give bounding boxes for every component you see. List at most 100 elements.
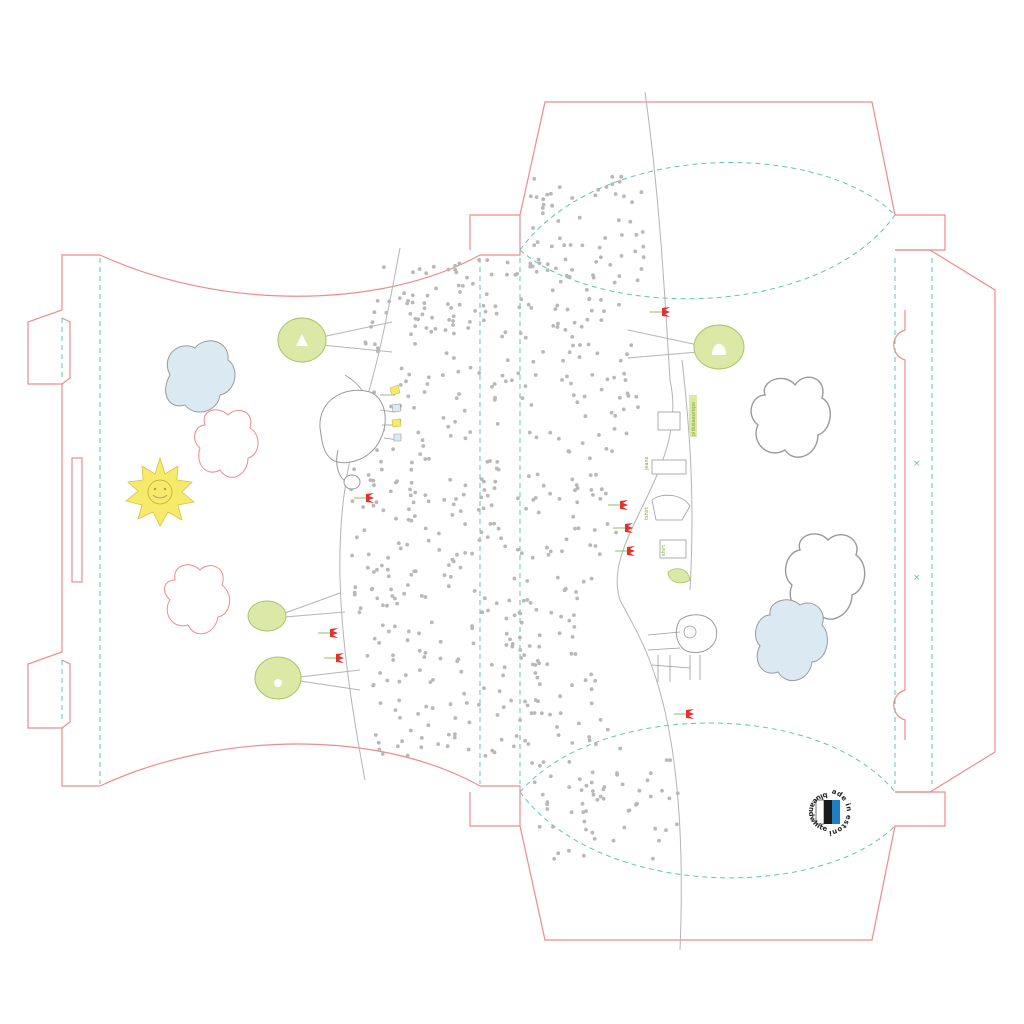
pattern-dot xyxy=(668,758,672,763)
pattern-dot xyxy=(587,296,592,301)
pattern-dot xyxy=(605,377,610,382)
pattern-dot xyxy=(565,307,570,312)
pattern-dot xyxy=(591,275,596,280)
pattern-dot xyxy=(552,856,557,861)
pattern-dot xyxy=(589,308,594,313)
pattern-dot xyxy=(580,801,585,806)
pattern-dot xyxy=(576,526,581,531)
pattern-dot xyxy=(372,310,377,315)
pattern-dot xyxy=(610,174,615,179)
pattern-dot xyxy=(420,438,425,442)
pattern-dot xyxy=(483,309,488,314)
pattern-dot xyxy=(523,699,527,704)
pattern-dot xyxy=(549,774,553,779)
pattern-dot xyxy=(591,792,596,797)
pattern-dot xyxy=(594,742,598,746)
pattern-dot xyxy=(577,721,581,726)
pattern-dot xyxy=(358,606,363,611)
pattern-dot xyxy=(566,449,571,453)
pattern-dot xyxy=(448,702,453,707)
pattern-dot xyxy=(580,243,585,248)
pattern-dot xyxy=(580,441,585,445)
pattern-dot xyxy=(589,780,594,785)
pattern-dot xyxy=(450,513,455,517)
pattern-dot xyxy=(416,712,420,716)
pattern-dot xyxy=(484,292,489,297)
pattern-dot xyxy=(387,299,392,304)
pattern-dot xyxy=(545,268,550,273)
pattern-dot xyxy=(541,760,546,764)
pattern-dot xyxy=(424,326,429,330)
pattern-dot xyxy=(558,694,562,699)
pattern-dot xyxy=(385,678,390,683)
pattern-dot xyxy=(533,671,538,675)
pattern-dot xyxy=(579,788,584,792)
pattern-dot xyxy=(517,611,522,615)
pattern-dot xyxy=(375,567,379,572)
pattern-dot xyxy=(391,653,395,658)
pattern-dot xyxy=(557,497,562,501)
pattern-dot xyxy=(405,638,410,643)
pattern-dot xyxy=(520,396,525,401)
pattern-dot xyxy=(430,315,434,320)
pattern-dot xyxy=(604,447,609,451)
pattern-dot xyxy=(482,479,486,484)
pattern-dot xyxy=(536,257,541,262)
pattern-dot xyxy=(541,350,545,354)
pattern-dot xyxy=(492,521,496,526)
pattern-dot xyxy=(615,771,619,775)
pattern-dot xyxy=(366,473,371,477)
pattern-dot xyxy=(453,267,458,272)
pattern-dot xyxy=(523,335,528,340)
pattern-dot xyxy=(639,267,644,271)
pattern-dot xyxy=(375,596,380,601)
pattern-dot xyxy=(413,342,417,346)
pattern-dot xyxy=(629,343,634,348)
pattern-dot xyxy=(504,643,509,647)
pattern-dot xyxy=(514,734,519,738)
pattern-dot xyxy=(422,306,427,311)
pattern-dot xyxy=(499,536,503,541)
pattern-dot xyxy=(447,318,452,322)
pattern-dot xyxy=(557,185,562,190)
pattern-dot xyxy=(577,777,582,781)
pattern-dot xyxy=(448,433,453,438)
pattern-dot xyxy=(468,430,473,434)
pattern-dot xyxy=(423,651,428,655)
pattern-dot xyxy=(452,735,457,740)
pattern-dot xyxy=(454,396,459,400)
pattern-dot xyxy=(380,623,385,628)
pattern-dot xyxy=(619,174,624,179)
pattern-dot xyxy=(371,570,376,574)
pattern-dot xyxy=(529,711,534,716)
pattern-dot xyxy=(444,351,449,356)
pattern-dot xyxy=(379,467,384,472)
pattern-dot xyxy=(537,661,541,666)
pattern-dot xyxy=(473,309,477,313)
pattern-dot xyxy=(519,297,524,302)
pattern-dot xyxy=(581,810,586,815)
pattern-dot xyxy=(494,601,499,606)
pattern-dot xyxy=(605,522,610,526)
pattern-dot xyxy=(502,665,507,670)
pattern-dot xyxy=(423,493,428,497)
pattern-dot xyxy=(574,483,579,487)
pattern-dot xyxy=(518,331,523,336)
pattern-dot xyxy=(466,747,471,752)
pattern-dot xyxy=(441,416,446,420)
pattern-dot xyxy=(406,583,410,587)
pattern-dot xyxy=(593,544,598,548)
pattern-dot xyxy=(451,319,455,323)
pattern-dot xyxy=(412,405,416,410)
pattern-dot xyxy=(575,400,580,405)
pattern-dot xyxy=(515,547,520,552)
pattern-dot xyxy=(612,280,617,285)
pattern-dot xyxy=(425,382,430,386)
pattern-dot xyxy=(495,422,500,426)
pattern-dot xyxy=(384,310,389,315)
pattern-dot xyxy=(625,352,629,357)
pattern-dot xyxy=(471,641,476,646)
pattern-dot xyxy=(417,267,422,271)
sun-illustration xyxy=(125,456,195,527)
pattern-dot xyxy=(527,430,532,435)
